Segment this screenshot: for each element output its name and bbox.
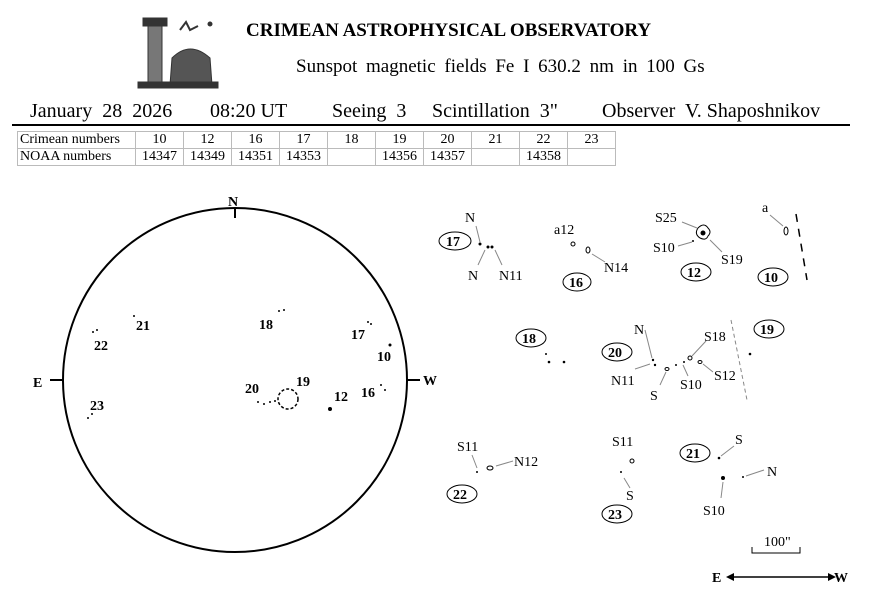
region-number: 17: [446, 235, 460, 250]
row-header: Crimean numbers: [17, 131, 136, 149]
polarity-label: S11: [612, 435, 633, 450]
table-cell: 21: [471, 131, 520, 149]
east-label: E: [33, 376, 42, 391]
page-title: CRIMEAN ASTROPHYSICAL OBSERVATORY: [246, 20, 652, 41]
region-12-detail: 12 S25 S10 S19: [653, 211, 743, 282]
disk-region-label: 17: [351, 328, 365, 343]
polarity-label: N: [468, 269, 478, 284]
divider: [12, 124, 850, 126]
region-17-detail: 17 N N N11: [438, 211, 523, 284]
region-number: 23: [608, 508, 622, 523]
region-16-detail: 16 a12 N14: [554, 223, 628, 292]
table-cell: 16: [231, 131, 280, 149]
table-cell: 14353: [279, 148, 328, 166]
region-number: 16: [569, 276, 583, 291]
west-label: W: [834, 571, 848, 586]
table-cell: 14351: [231, 148, 280, 166]
scale-bar: 100": [751, 535, 801, 554]
region-number: 10: [764, 271, 778, 286]
polarity-label: N11: [611, 374, 635, 389]
region-19-outline: [277, 388, 299, 410]
disk-spots: [87, 309, 392, 419]
polarity-label: N: [465, 211, 475, 226]
region-number: 21: [686, 447, 700, 462]
observer: Observer V. Shaposhnikov: [602, 100, 821, 122]
polarity-label: S25: [655, 211, 677, 226]
region-number: 19: [760, 323, 774, 338]
disk-region-label: 18: [259, 318, 273, 333]
disk-region-label: 10: [377, 350, 391, 365]
observation-info: January 28 2026 08:20 UT Seeing 3 Scinti…: [30, 100, 850, 123]
table-row: Crimean numbers 10 12 16 17 18 19 20 21 …: [17, 131, 616, 149]
polarity-label: N12: [514, 455, 538, 470]
east-label: E: [712, 571, 721, 586]
region-number: 12: [687, 266, 701, 281]
polarity-label: N: [634, 323, 644, 338]
region-number: 22: [453, 488, 467, 503]
page-subtitle: Sunspot magnetic fields Fe I 630.2 nm in…: [296, 56, 705, 77]
polarity-label: S19: [721, 253, 743, 268]
polarity-label: S: [626, 489, 634, 504]
disk-region-label: 16: [361, 386, 375, 401]
table-cell: 14349: [183, 148, 232, 166]
polarity-label: S12: [714, 369, 736, 384]
table-cell: 14356: [375, 148, 424, 166]
table-cell: [567, 148, 616, 166]
disk-region-label: 12: [334, 390, 348, 405]
region-23-detail: 23 S11 S: [601, 435, 635, 524]
polarity-label: S11: [457, 440, 478, 455]
row-header: NOAA numbers: [17, 148, 136, 166]
region-number: 20: [608, 346, 622, 361]
table-cell: 17: [279, 131, 328, 149]
disk-region-label: 21: [136, 319, 150, 334]
table-cell: 14358: [519, 148, 568, 166]
disk-region-label: 19: [296, 375, 310, 390]
polarity-label: S10: [680, 378, 702, 393]
observation-time: 08:20 UT: [210, 100, 288, 122]
region-number: 18: [522, 332, 536, 347]
region-18-detail: 18: [515, 328, 566, 364]
table-cell: 14357: [423, 148, 472, 166]
polarity-label: S10: [653, 241, 675, 256]
observation-date: January 28 2026: [30, 100, 173, 122]
disk-region-label: 22: [94, 339, 108, 354]
scintillation: Scintillation 3": [432, 100, 558, 122]
polarity-label: a12: [554, 223, 574, 238]
polarity-label: S: [735, 433, 743, 448]
polarity-label: N14: [604, 261, 628, 276]
seeing: Seeing 3: [332, 100, 407, 122]
region-10-detail: 10 a: [757, 201, 808, 287]
orientation-arrow: E W: [712, 571, 848, 586]
polarity-label: N: [767, 465, 777, 480]
polarity-label: S: [650, 389, 658, 404]
polarity-label: a: [762, 201, 769, 216]
solar-disk: [62, 207, 408, 553]
region-19-detail: 19: [748, 319, 785, 356]
table-row: NOAA numbers 14347 14349 14351 14353 143…: [17, 148, 616, 166]
scale-label: 100": [764, 535, 791, 550]
table-cell: 12: [183, 131, 232, 149]
region-22-detail: 22 S11 N12: [446, 440, 538, 504]
region-numbers-table: Crimean numbers 10 12 16 17 18 19 20 21 …: [17, 131, 616, 166]
disk-region-label: 20: [245, 382, 259, 397]
disk-region-label: 23: [90, 399, 104, 414]
region-21-detail: 21 S N S10: [679, 433, 777, 519]
polarity-label: S18: [704, 330, 726, 345]
polarity-label: S10: [703, 504, 725, 519]
west-label: W: [423, 374, 437, 389]
polarity-label: N11: [499, 269, 523, 284]
north-label: N: [228, 195, 238, 210]
region-20-detail: 20 N N11 S S10 S18 S12: [601, 319, 748, 404]
